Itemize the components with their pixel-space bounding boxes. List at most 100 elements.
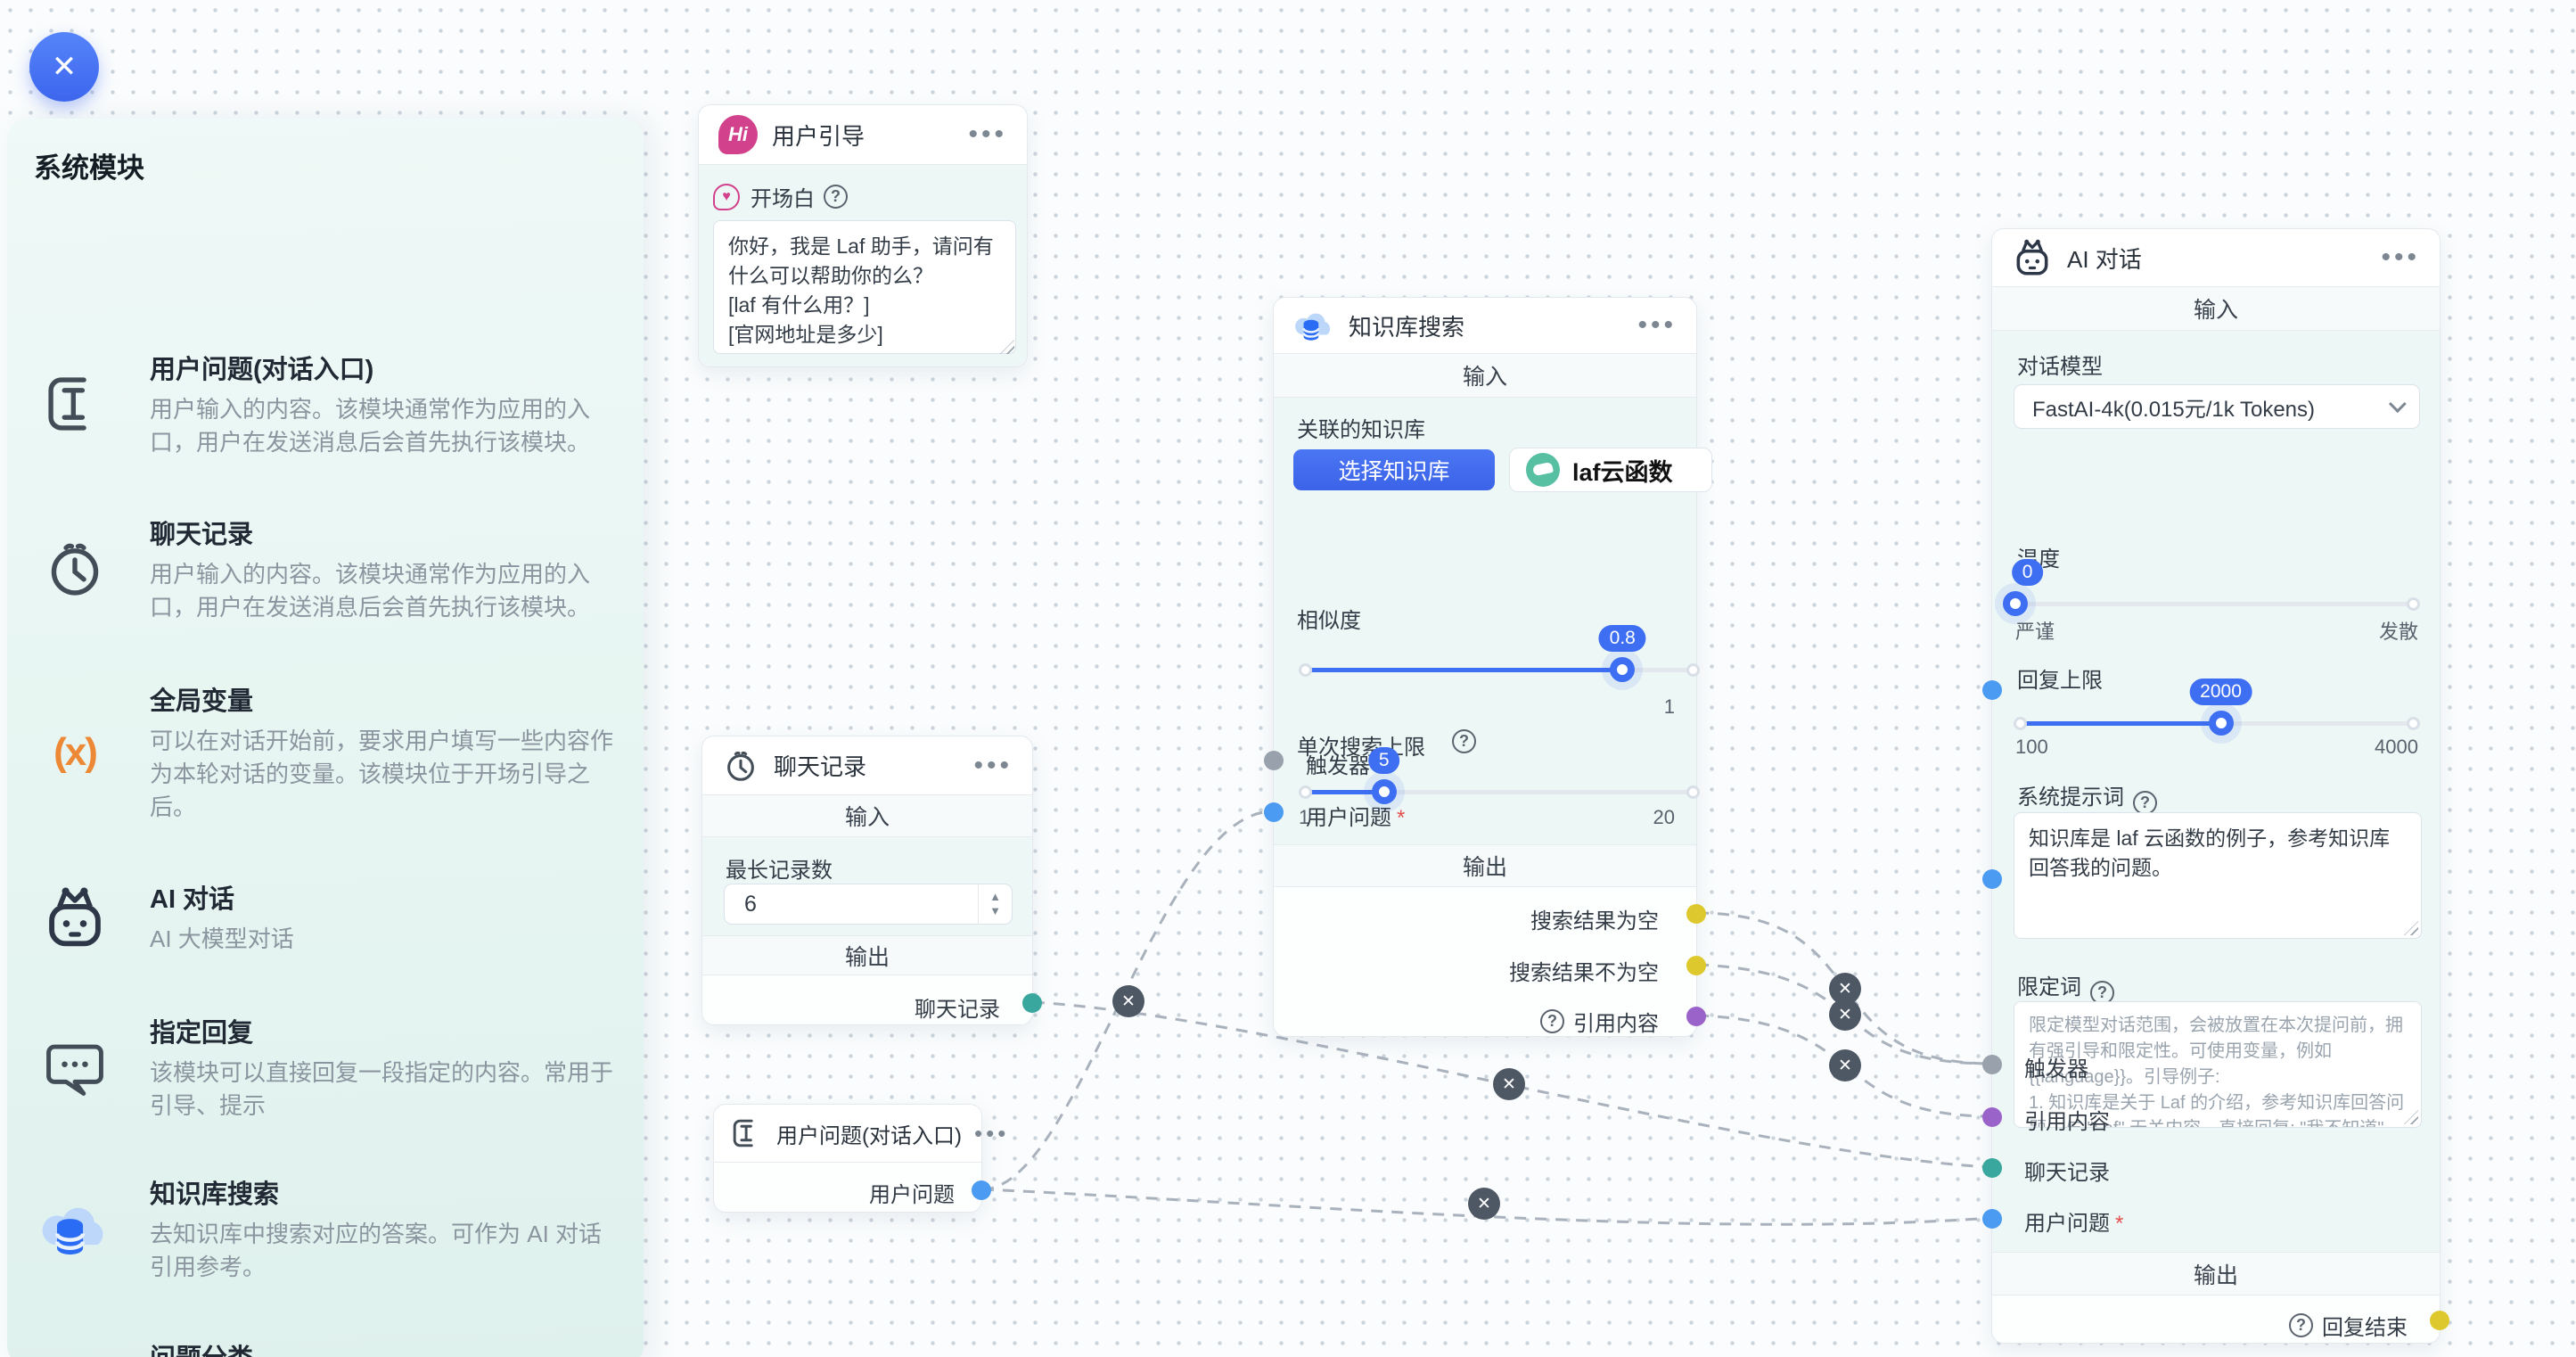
module-sidebar: 系统模块 用户问题(对话入口) 用户输入的内容。该模块通常作为应用的入口，用户在… — [7, 119, 644, 1357]
sidebar-item-ai-chat[interactable]: AI 对话 AI 大模型对话 — [32, 878, 620, 956]
input-bar: 输入 — [702, 794, 1032, 837]
port-kb-empty-out[interactable] — [1686, 904, 1706, 924]
edge-userquestion-to-kbsearch — [981, 810, 1274, 1191]
output-port-label: 聊天记录 — [915, 998, 1000, 1022]
edge-delete-button[interactable]: ✕ — [1829, 973, 1861, 1005]
sidebar-item-desc: 可以在对话开始前，要求用户填写一些内容作为本轮对话的变量。该模块位于开场引导之后… — [150, 728, 614, 820]
help-icon[interactable]: ? — [824, 185, 848, 209]
model-select[interactable]: FastAI-4k(0.015元/1k Tokens) — [2014, 384, 2420, 429]
port-ai-system-prompt-in[interactable] — [1982, 680, 2002, 700]
sidebar-title: 系统模块 — [34, 152, 144, 184]
port-kb-trigger-in[interactable] — [1264, 751, 1284, 770]
similarity-max-label: 1 — [1663, 695, 1675, 718]
port-ai-question-in[interactable] — [1982, 1209, 2002, 1229]
port-chat-history-out[interactable] — [1022, 993, 1042, 1013]
kb-cloud-icon — [1295, 313, 1331, 341]
stepper-down-icon: ▼ — [989, 904, 1001, 917]
help-icon[interactable]: ? — [2133, 791, 2157, 815]
output-bar: 输出 — [702, 935, 1032, 975]
output-quote-label: ? 引用内容 — [1540, 1006, 1659, 1037]
output-bar: 输出 — [1274, 844, 1696, 887]
sidebar-item-global-variable[interactable]: (x) 全局变量 可以在对话开始前，要求用户填写一些内容作为本轮对话的变量。该模… — [32, 680, 620, 824]
sidebar-item-desc: 用户输入的内容。该模块通常作为应用的入口，用户在发送消息后会首先执行该模块。 — [150, 561, 591, 621]
temperature-max-label: 发散 — [2378, 621, 2418, 643]
temperature-slider-handle[interactable] — [2003, 591, 2028, 616]
model-value: FastAI-4k(0.015元/1k Tokens) — [2032, 397, 2316, 422]
system-prompt-textarea[interactable]: 知识库是 laf 云函数的例子，参考知识库回答我的问题。 — [2014, 812, 2422, 939]
trigger-label: 触发器 — [1306, 754, 1370, 778]
sidebar-item-kb-search[interactable]: 知识库搜索 去知识库中搜索对应的答案。可作为 AI 对话引用参考。 — [32, 1173, 620, 1284]
edge-delete-button[interactable]: ✕ — [1493, 1068, 1525, 1100]
search-limit-slider[interactable]: 5 — [1299, 747, 1700, 804]
select-kb-button[interactable]: 选择知识库 — [1293, 449, 1495, 490]
sidebar-item-user-question[interactable]: 用户问题(对话入口) 用户输入的内容。该模块通常作为应用的入口，用户在发送消息后… — [32, 349, 620, 459]
port-kb-question-in[interactable] — [1264, 802, 1284, 822]
required-mark: * — [1397, 806, 1406, 830]
node-user-question[interactable]: 用户问题(对话入口) ••• 用户问题 — [713, 1104, 1005, 1213]
sidebar-item-fixed-reply[interactable]: 指定回复 该模块可以直接回复一段指定的内容。常用于引导、提示 — [32, 1012, 620, 1123]
help-icon[interactable]: ? — [2289, 1313, 2313, 1337]
kb-cloud-icon — [32, 1193, 118, 1264]
node-chat-history[interactable]: 聊天记录 ••• 输入 最长记录数 ▲ ▼ 输出 聊天记录 — [701, 736, 1042, 1025]
similarity-slider-handle[interactable] — [1610, 657, 1636, 682]
sidebar-item-title: 聊天记录 — [150, 521, 254, 549]
kb-chip-label: laf云函数 — [1572, 458, 1673, 486]
search-limit-slider-handle[interactable] — [1371, 779, 1397, 804]
node-kb-search[interactable]: 知识库搜索 ••• 输入 关联的知识库 选择知识库 laf云函数 相似度 0.8… — [1264, 297, 1712, 1037]
search-limit-max-label: 20 — [1653, 806, 1675, 828]
similarity-slider[interactable]: 0.8 — [1299, 625, 1700, 682]
number-stepper[interactable]: ▲ ▼ — [978, 884, 1012, 924]
max-records-value[interactable] — [725, 891, 940, 917]
sidebar-item-question-classify[interactable]: 问题分类 可以判断用户问题属于哪方面问题，从而执行不同的操作。 — [32, 1337, 620, 1357]
node-ai-chat[interactable]: AI 对话 ••• 输入 对话模型 FastAI-4k(0.015元/1k To… — [1982, 228, 2449, 1344]
sidebar-item-chat-history[interactable]: 聊天记录 用户输入的内容。该模块通常作为应用的入口，用户在发送消息后会首先执行该… — [32, 514, 620, 624]
robot-icon — [2016, 239, 2048, 276]
edge-delete-button[interactable]: ✕ — [1829, 1049, 1861, 1081]
reply-limit-slider-handle[interactable] — [2208, 711, 2234, 736]
edge-kbnotempty-to-aitrigger — [1696, 963, 1992, 1065]
node-menu-button[interactable]: ••• — [2381, 243, 2420, 272]
sidebar-item-desc: 用户输入的内容。该模块通常作为应用的入口，用户在发送消息后会首先执行该模块。 — [150, 396, 591, 456]
temperature-value-badge: 0 — [2011, 559, 2044, 586]
edge-delete-button[interactable]: ✕ — [1112, 985, 1144, 1017]
port-kb-not-empty-out[interactable] — [1686, 956, 1706, 975]
reply-limit-min-label: 100 — [2015, 736, 2048, 758]
search-limit-value-badge: 5 — [1367, 747, 1400, 774]
robot-icon — [32, 884, 118, 951]
port-ai-reply-end-out[interactable] — [2430, 1311, 2449, 1330]
port-ai-quote-in[interactable] — [1982, 1107, 2002, 1127]
node-title: 聊天记录 — [774, 753, 867, 780]
port-ai-history-in[interactable] — [1982, 1158, 2002, 1178]
node-menu-button[interactable]: ••• — [1637, 310, 1677, 340]
reply-limit-slider[interactable]: 2000 — [2014, 678, 2420, 736]
sidebar-item-desc: 该模块可以直接回复一段指定的内容。常用于引导、提示 — [150, 1059, 614, 1119]
help-icon[interactable]: ? — [1452, 729, 1476, 753]
input-cursor-icon — [733, 1119, 753, 1147]
close-button[interactable]: ✕ — [29, 32, 99, 102]
temperature-slider[interactable]: 0 — [2003, 559, 2420, 616]
edge-delete-button[interactable]: ✕ — [1468, 1188, 1500, 1220]
reply-limit-label: 回复上限 — [2017, 669, 2103, 693]
opening-textarea[interactable]: 你好，我是 Laf 助手，请问有什么可以帮助你的么？ [laf 有什么用？] [… — [713, 220, 1016, 354]
node-title: 用户问题(对话入口) — [776, 1123, 962, 1148]
sidebar-item-title: 知识库搜索 — [150, 1180, 280, 1209]
node-user-guide[interactable]: Hi 用户引导 ••• ♥ 开场白 ? 你好，我是 Laf 助手，请问有什么可以… — [698, 104, 1028, 367]
node-menu-button[interactable]: ••• — [973, 1120, 1010, 1147]
node-menu-button[interactable]: ••• — [968, 119, 1007, 149]
port-kb-quote-out[interactable] — [1686, 1007, 1706, 1026]
kb-chip[interactable]: laf云函数 — [1509, 448, 1712, 492]
port-ai-constraint-in[interactable] — [1982, 869, 2002, 889]
help-icon[interactable]: ? — [1540, 1009, 1564, 1033]
port-ai-trigger-in[interactable] — [1982, 1055, 2002, 1074]
port-user-question-out[interactable] — [972, 1180, 991, 1200]
required-mark: * — [2115, 1212, 2124, 1236]
max-records-input[interactable]: ▲ ▼ — [724, 884, 1013, 925]
stepper-up-icon: ▲ — [989, 890, 1001, 903]
output-empty-label: 搜索结果为空 — [1530, 909, 1659, 933]
constraint-textarea[interactable] — [2014, 1001, 2422, 1128]
sidebar-item-title: 全局变量 — [150, 687, 254, 716]
node-menu-button[interactable]: ••• — [973, 750, 1013, 780]
reply-limit-max-label: 4000 — [2375, 736, 2418, 758]
edge-delete-button[interactable]: ✕ — [1829, 999, 1861, 1031]
